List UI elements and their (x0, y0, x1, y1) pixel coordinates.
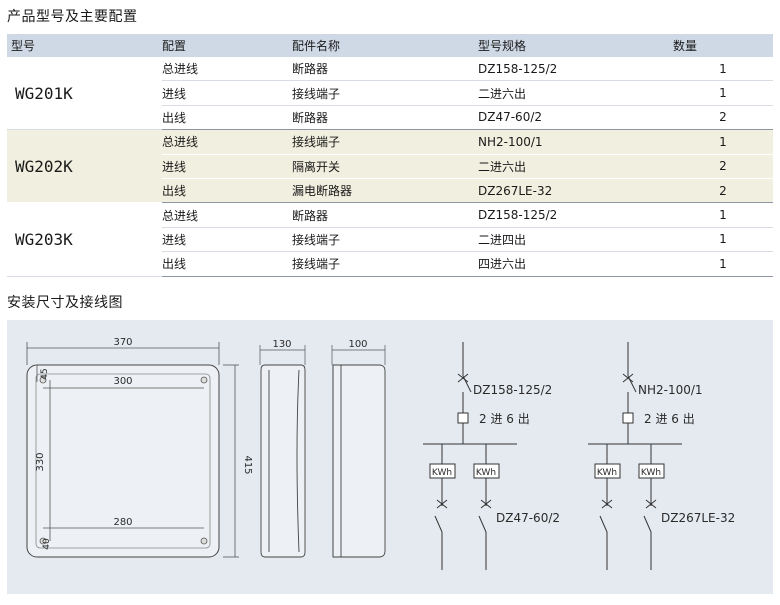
left-main-breaker-label: DZ158-125/2 (473, 383, 552, 397)
part-cell: 断路器 (292, 57, 478, 82)
side-view-a (259, 345, 306, 558)
front-view (26, 342, 239, 558)
dim-top-offset: 45 (40, 368, 50, 379)
table-header-row: 型号 配置 配件名称 型号规格 数量 (7, 34, 773, 57)
spec-cell: NH2-100/1 (478, 129, 673, 155)
wiring-left (423, 342, 517, 570)
config-cell: 总进线 (162, 129, 292, 155)
table-row: 进线 接线端子 二进六出 1 (7, 80, 773, 106)
part-cell: 接线端子 (292, 80, 478, 106)
config-cell: 出线 (162, 105, 292, 131)
table-row: WG202K 总进线 接线端子 NH2-100/1 1 (7, 129, 773, 204)
qty-cell: 1 (673, 227, 773, 253)
right-terminal-label: 2 进 6 出 (644, 412, 695, 426)
spec-cell: DZ47-60/2 (478, 105, 673, 131)
wiring-right (588, 342, 682, 570)
qty-cell: 2 (673, 105, 773, 131)
part-cell: 断路器 (292, 105, 478, 131)
spec-cell: 二进四出 (478, 227, 673, 253)
header-config: 配置 (162, 34, 292, 57)
header-part-name: 配件名称 (292, 34, 478, 57)
qty-cell: 1 (673, 129, 773, 155)
header-quantity: 数量 (673, 34, 773, 57)
dim-bottom-offset: 40 (42, 538, 52, 550)
table-row: 出线 断路器 DZ47-60/2 2 (7, 105, 773, 131)
config-cell: 出线 (162, 251, 292, 277)
part-cell: 漏电断路器 (292, 178, 478, 204)
model-cell: WG201K (7, 57, 162, 131)
qty-cell: 2 (673, 178, 773, 204)
config-table: 型号 配置 配件名称 型号规格 数量 WG201K 总进线 断路器 DZ158-… (7, 34, 773, 277)
dim-height-outer: 415 (242, 455, 253, 474)
dim-height-inner: 330 (35, 452, 46, 471)
spec-cell: 四进六出 (478, 251, 673, 277)
table-row: 出线 漏电断路器 DZ267LE-32 2 (7, 178, 773, 204)
config-section-title: 产品型号及主要配置 (7, 9, 138, 25)
left-branch-breaker-label: DZ47-60/2 (496, 511, 560, 525)
config-cell: 进线 (162, 154, 292, 179)
header-spec: 型号规格 (478, 34, 673, 57)
table-row: WG203K 总进线 断路器 DZ158-125/2 1 (7, 202, 773, 277)
spec-cell: 二进六出 (478, 154, 673, 179)
table-row: 进线 接线端子 二进四出 1 (7, 227, 773, 253)
dim-side-depth-2: 100 (348, 339, 367, 350)
side-view-b (331, 345, 386, 558)
right-branch-breaker-label: DZ267LE-32 (661, 511, 735, 525)
left-terminal-label: 2 进 6 出 (479, 412, 530, 426)
dim-width-outer: 370 (113, 337, 132, 348)
part-cell: 接线端子 (292, 129, 478, 155)
dim-width-inner: 300 (113, 376, 132, 387)
right-meter-a-label: KWh (597, 468, 617, 478)
qty-cell: 1 (673, 57, 773, 82)
config-cell: 出线 (162, 178, 292, 204)
dim-side-depth: 130 (272, 339, 291, 350)
installation-diagram: 370 300 280 330 415 45 40 130 100 (7, 320, 773, 594)
model-cell: WG203K (7, 202, 162, 277)
table-row: WG201K 总进线 断路器 DZ158-125/2 1 (7, 57, 773, 131)
left-meter-a-label: KWh (432, 468, 452, 478)
part-cell: 断路器 (292, 202, 478, 228)
qty-cell: 1 (673, 80, 773, 106)
config-cell: 进线 (162, 227, 292, 253)
qty-cell: 1 (673, 202, 773, 228)
right-meter-b-label: KWh (641, 468, 661, 478)
part-cell: 隔离开关 (292, 154, 478, 179)
table-row: 进线 隔离开关 二进六出 2 (7, 154, 773, 179)
right-main-breaker-label: NH2-100/1 (638, 383, 703, 397)
spec-cell: DZ158-125/2 (478, 202, 673, 228)
config-cell: 进线 (162, 80, 292, 106)
qty-cell: 1 (673, 251, 773, 277)
diagram-svg: 370 300 280 330 415 45 40 130 100 (26, 337, 735, 570)
dim-bottom-width: 280 (113, 517, 132, 528)
config-cell: 总进线 (162, 57, 292, 82)
header-model: 型号 (7, 34, 162, 57)
part-cell: 接线端子 (292, 227, 478, 253)
left-meter-b-label: KWh (476, 468, 496, 478)
spec-cell: DZ267LE-32 (478, 178, 673, 204)
spec-cell: 二进六出 (478, 80, 673, 106)
install-section-title: 安装尺寸及接线图 (7, 295, 123, 311)
spec-cell: DZ158-125/2 (478, 57, 673, 82)
model-cell: WG202K (7, 129, 162, 204)
table-row: 出线 接线端子 四进六出 1 (7, 251, 773, 277)
part-cell: 接线端子 (292, 251, 478, 277)
qty-cell: 2 (673, 154, 773, 179)
config-cell: 总进线 (162, 202, 292, 228)
